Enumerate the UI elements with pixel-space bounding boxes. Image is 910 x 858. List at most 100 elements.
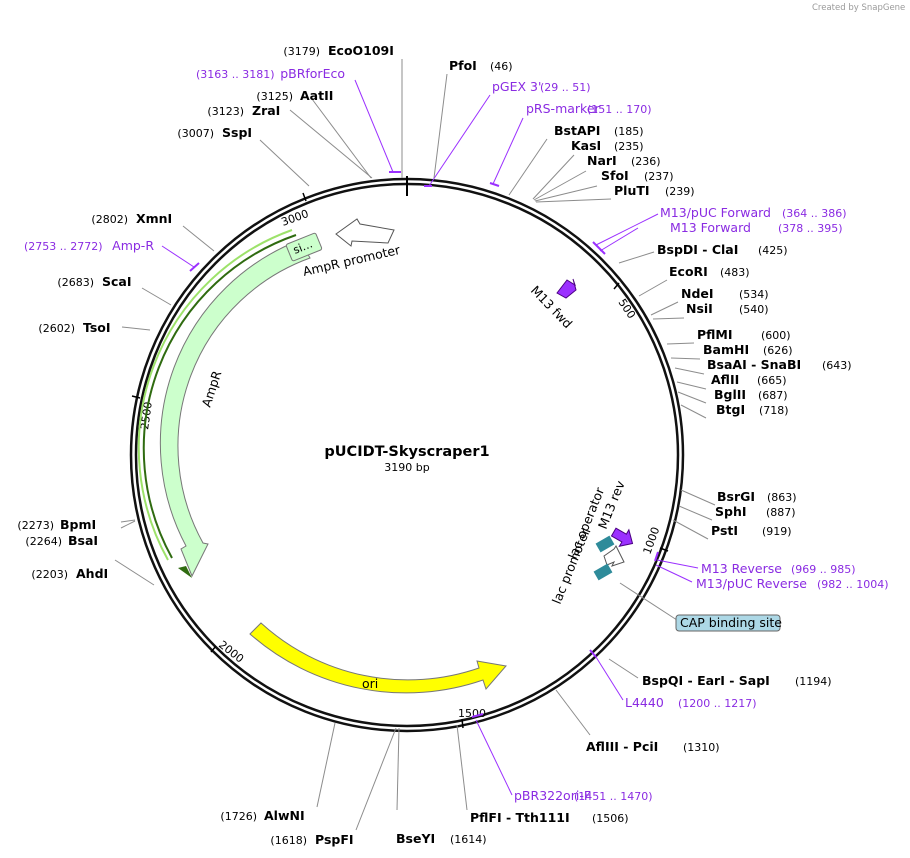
site-position-left: (2602): [38, 322, 75, 335]
site-name-right: BsrGI: [717, 489, 755, 504]
primer-name: pGEX 3': [492, 79, 541, 94]
site-position-right: (236): [631, 155, 661, 168]
site-name-left: BpmI: [60, 517, 96, 532]
site-name-right: AflIII - PciI: [586, 739, 658, 754]
site-position-right: (1310): [683, 741, 720, 754]
site-position-right: (600): [761, 329, 791, 342]
site-position-right: (718): [759, 404, 789, 417]
site-name-right: BstAPI: [554, 123, 600, 138]
site-position-right: (540): [739, 303, 769, 316]
site-name-right: BspQI - EarI - SapI: [642, 673, 770, 688]
primer-name: M13/pUC Reverse: [696, 576, 807, 591]
lac-promoter-arrow: [603, 545, 625, 567]
primer-range: (29 .. 51): [540, 81, 591, 94]
site-name-left: AlwNI: [264, 808, 305, 823]
site-name-right: PflMI: [697, 327, 733, 342]
snapgene-credit: Created by SnapGene: [812, 3, 905, 13]
site-position-right: (237): [644, 170, 674, 183]
primer-range: (364 .. 386): [782, 207, 847, 220]
site-name-right: BsaAI - SnaBI: [707, 357, 801, 372]
cap-leader: [619, 582, 681, 623]
cap-binding-feature: [593, 563, 613, 581]
site-name-left: SspI: [222, 125, 252, 140]
tick-label-1500: 1500: [458, 707, 486, 720]
site-position-right: (534): [739, 288, 769, 301]
site-position-left: (2802): [91, 213, 128, 226]
site-name-left: ZraI: [252, 103, 280, 118]
site-name-left: BsaI: [68, 533, 98, 548]
primer-range: (982 .. 1004): [817, 578, 889, 591]
site-position-left: (2203): [31, 568, 68, 581]
primer-range: (1200 .. 1217): [678, 697, 757, 710]
site-name-right: EcoRI: [669, 264, 708, 279]
primer-name: M13 Reverse: [701, 561, 782, 576]
site-name-left: ScaI: [102, 274, 132, 289]
primer-labels: pGEX 3'(29 .. 51)pRS-marker(151 .. 170)M…: [24, 66, 889, 803]
primer-name: pRS-marker: [526, 101, 601, 116]
site-position-left: (1726): [220, 810, 257, 823]
site-name-right: NdeI: [681, 286, 714, 301]
site-position-right: (46): [490, 60, 513, 73]
site-position-left: (2264): [25, 535, 62, 548]
site-name-right: NarI: [587, 153, 617, 168]
primer-name: L4440: [625, 695, 664, 710]
site-name-left: TsoI: [83, 320, 111, 335]
site-position-left: (2273): [17, 519, 54, 532]
site-position-right: (626): [763, 344, 793, 357]
site-position-left: (3125): [256, 90, 293, 103]
ori-label: ori: [362, 676, 378, 691]
site-name-left: PspFI: [315, 832, 354, 847]
site-position-right: (235): [614, 140, 644, 153]
primer-name: pBR322ori-F: [514, 788, 591, 803]
ampr-feature: [137, 229, 311, 578]
site-name-right: AflII: [711, 372, 739, 387]
primer-marks: [189, 171, 659, 718]
site-position-right: (239): [665, 185, 695, 198]
plasmid-size: 3190 bp: [384, 461, 429, 474]
site-name-right: SfoI: [601, 168, 629, 183]
site-name-left: EcoO109I: [328, 43, 394, 58]
site-position-right: (483): [720, 266, 750, 279]
site-position-right: (1194): [795, 675, 832, 688]
site-position-left: (2683): [57, 276, 94, 289]
primer-range: (969 .. 985): [791, 563, 856, 576]
site-position-right: (887): [766, 506, 796, 519]
primer-range: (3163 .. 3181): [196, 68, 275, 81]
tick-label-3000: 3000: [280, 207, 311, 229]
ampr-label: AmpR: [199, 368, 225, 408]
m13-rev-arrow: [610, 527, 634, 548]
site-labels-right: PfoI (46) BstAPI (185) KasI (235)NarI (236)Sfo…: [396, 58, 852, 846]
site-name-right: BtgI: [716, 402, 745, 417]
site-name-right: KasI: [571, 138, 601, 153]
site-name-right: NsiI: [686, 301, 713, 316]
primer-range: (378 .. 395): [778, 222, 843, 235]
site-name-left: AhdI: [76, 566, 108, 581]
primer-range: (1451 .. 1470): [574, 790, 653, 803]
site-position-left: (3123): [207, 105, 244, 118]
site-position-right: (643): [822, 359, 852, 372]
primer-name: M13/pUC Forward: [660, 205, 771, 220]
site-name-right: PstI: [711, 523, 738, 538]
site-position-right: (1614): [450, 833, 487, 846]
site-position-left: (3007): [177, 127, 214, 140]
primer-name: pBRforEco: [280, 66, 345, 81]
site-name-right: BspDI - ClaI: [657, 242, 738, 257]
site-name-right: BamHI: [703, 342, 749, 357]
site-position-right: (919): [762, 525, 792, 538]
lac-promoter-label: lac promoter: [549, 526, 593, 607]
primer-range: (2753 .. 2772): [24, 240, 103, 253]
ampr-promoter-arrow: [335, 218, 395, 247]
primer-name: Amp-R: [112, 238, 154, 253]
site-position-right: (863): [767, 491, 797, 504]
cap-binding-box: [675, 614, 781, 632]
site-position-left: (1618): [270, 834, 307, 847]
site-name-right: BglII: [714, 387, 746, 402]
site-name-right: BseYI: [396, 831, 435, 846]
site-position-right: (185): [614, 125, 644, 138]
site-labels-left: (3179)EcoO109I(3125)AatII(3123)ZraI(3007…: [17, 43, 393, 847]
site-name-left: XmnI: [136, 211, 172, 226]
site-name-left: AatII: [300, 88, 333, 103]
tick-marks: [131, 192, 669, 729]
site-name-right: PfoI: [449, 58, 477, 73]
